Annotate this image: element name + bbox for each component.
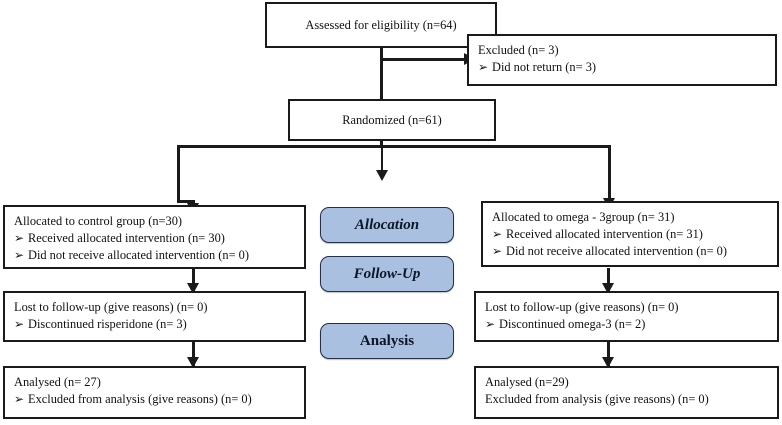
connector-left-followup-to-analysed [192,342,195,366]
excluded-bullet-0: ➢ Did not return (n= 3) [478,59,767,76]
followup-right-bullet-0-text: Discontinued omega-3 (n= 2) [499,317,646,331]
analysed-right-line-0: Analysed (n=29) [485,375,569,389]
box-excluded: Excluded (n= 3) ➢ Did not return (n= 3) [467,34,777,86]
connector-center-stub [381,128,383,176]
connector-assessed-to-excluded [380,58,466,61]
connector-split-bar [177,145,611,148]
analysed-right-line-1: Excluded from analysis (give reasons) (n… [485,392,709,406]
allocated-right-bullet-0: ➢ Received allocated intervention (n= 31… [492,226,769,243]
bullet-arrow-icon: ➢ [485,316,496,331]
arrowhead-left-analysed-icon [187,357,199,368]
allocated-right-bullet-1: ➢ Did not receive allocated intervention… [492,243,769,260]
box-analysed-omega3-group: Analysed (n=29) Excluded from analysis (… [474,366,779,419]
box-allocated-omega3-group: Allocated to omega - 3group (n= 31) ➢ Re… [481,201,779,267]
analysed-left-bullet-0-text: Excluded from analysis (give reasons) (n… [28,392,252,406]
connector-left-drop-elbow [177,200,195,203]
box-randomized: Randomized (n=61) [288,99,496,141]
followup-left-bullet-0-text: Discontinued risperidone (n= 3) [28,317,187,331]
stage-label-followup: Follow-Up [320,256,454,292]
bullet-arrow-icon: ➢ [14,316,25,331]
bullet-arrow-icon: ➢ [478,59,489,74]
followup-right-line-0: Lost to follow-up (give reasons) (n= 0) [485,300,679,314]
analysed-left-line-0: Analysed (n= 27) [14,375,101,389]
bullet-arrow-icon: ➢ [14,391,25,406]
bullet-arrow-icon: ➢ [492,243,503,258]
analysed-left-bullet-0: ➢ Excluded from analysis (give reasons) … [14,391,296,408]
allocated-left-bullet-0: ➢ Received allocated intervention (n= 30… [14,230,296,247]
box-assessed-for-eligibility: Assessed for eligibility (n=64) [265,2,497,48]
connector-right-followup-to-analysed [607,342,610,366]
stage-analysis-text: Analysis [359,332,415,349]
randomized-line-0: Randomized (n=61) [342,112,442,127]
bullet-arrow-icon: ➢ [492,226,503,241]
allocated-right-bullet-0-text: Received allocated intervention (n= 31) [506,227,703,241]
stage-followup-text: Follow-Up [353,265,421,282]
connector-left-alloc-to-followup [192,268,195,292]
arrowhead-right-followup-icon [602,283,614,294]
assessed-line-0: Assessed for eligibility (n=64) [305,17,457,32]
bullet-arrow-icon: ➢ [14,247,25,262]
box-followup-omega3-group: Lost to follow-up (give reasons) (n= 0) … [474,291,779,342]
connector-assessed-to-randomized [380,47,383,99]
stage-label-allocation: Allocation [320,207,454,243]
allocated-left-line-0: Allocated to control group (n=30) [14,214,183,228]
connector-left-drop-vertical [177,145,180,203]
bullet-arrow-icon: ➢ [14,230,25,245]
allocated-right-bullet-1-text: Did not receive allocated intervention (… [506,244,727,258]
box-followup-control-group: Lost to follow-up (give reasons) (n= 0) … [3,291,306,342]
excluded-bullet-0-text: Did not return (n= 3) [492,60,597,74]
box-allocated-control-group: Allocated to control group (n=30) ➢ Rece… [3,205,306,269]
allocated-left-bullet-1-text: Did not receive allocated intervention (… [28,248,249,262]
allocated-right-line-0: Allocated to omega - 3group (n= 31) [492,210,675,224]
stage-label-analysis: Analysis [320,323,454,359]
allocated-left-bullet-1: ➢ Did not receive allocated intervention… [14,247,296,264]
followup-right-bullet-0: ➢ Discontinued omega-3 (n= 2) [485,316,769,333]
box-analysed-control-group: Analysed (n= 27) ➢ Excluded from analysi… [3,366,306,419]
arrowhead-center-icon [376,170,388,181]
allocated-left-bullet-0-text: Received allocated intervention (n= 30) [28,231,225,245]
followup-left-line-0: Lost to follow-up (give reasons) (n= 0) [14,300,208,314]
stage-allocation-text: Allocation [354,216,420,233]
excluded-line-0: Excluded (n= 3) [478,43,559,57]
arrowhead-right-analysed-icon [602,357,614,368]
connector-right-drop-vertical [608,145,611,203]
connector-right-alloc-to-followup [607,268,610,292]
followup-left-bullet-0: ➢ Discontinued risperidone (n= 3) [14,316,296,333]
arrowhead-left-followup-icon [187,283,199,294]
